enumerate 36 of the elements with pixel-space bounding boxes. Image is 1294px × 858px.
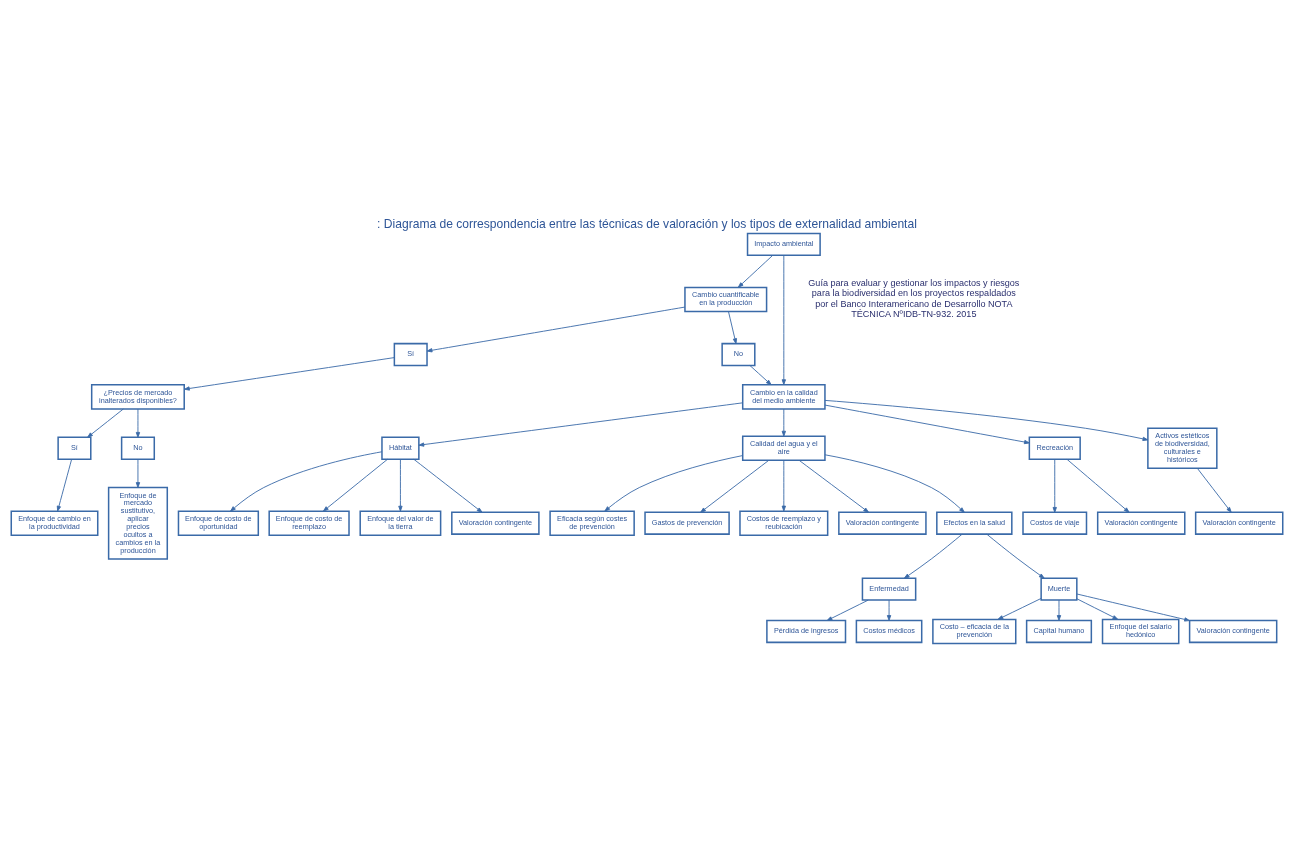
arrow <box>1066 458 1130 513</box>
arrow <box>418 401 744 447</box>
diagram-title: : Diagrama de correspondencia entre las técnicas de valoración y los tipos de externalidad ambiental <box>377 216 917 231</box>
arrow <box>824 404 1030 444</box>
arrow <box>986 533 1045 579</box>
arrow <box>1076 597 1119 620</box>
arrow <box>87 408 124 438</box>
arrow <box>426 306 686 352</box>
arrow <box>781 254 786 385</box>
arrow <box>135 458 141 488</box>
arrow <box>997 597 1042 620</box>
label: Guía para evaluar y gestionar los impactos y riesgos para la biodiversidad en los proyectos respaldados por el Banco Interamericano de Desarrollo NOTA TÉCNICA NºIDB-TN-932. 2015 <box>808 277 1020 319</box>
arrow <box>728 310 737 344</box>
arrow <box>798 459 869 513</box>
arrow <box>1056 599 1062 621</box>
arrow <box>413 458 483 513</box>
arrow <box>826 599 869 621</box>
arrow <box>184 356 395 391</box>
arrow <box>230 450 383 512</box>
arrow <box>135 408 141 438</box>
arrow <box>781 459 786 511</box>
arrow <box>398 458 403 511</box>
arrow <box>886 599 892 621</box>
arrow <box>1052 458 1057 513</box>
arrow <box>1076 593 1190 622</box>
arrow <box>737 254 774 288</box>
arrow <box>749 364 772 385</box>
arrow <box>604 454 744 511</box>
arrow <box>824 453 965 513</box>
arrow <box>700 459 770 513</box>
arrow <box>903 533 963 579</box>
arrow <box>824 399 1149 441</box>
arrow <box>1196 467 1232 513</box>
arrow <box>781 408 786 436</box>
arrow <box>56 458 73 511</box>
arrow <box>322 458 388 511</box>
